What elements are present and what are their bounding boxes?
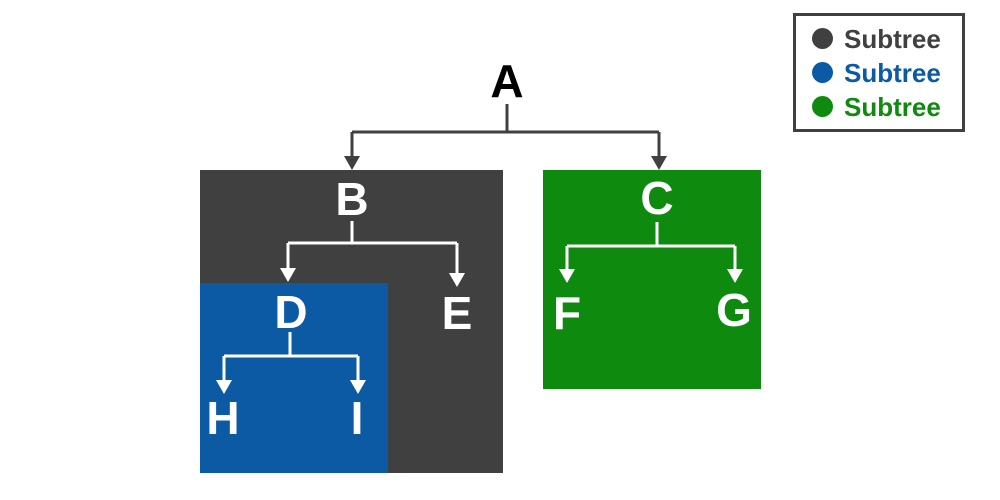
node-h: H xyxy=(206,392,240,444)
legend-dot-dark-icon xyxy=(812,28,833,49)
node-g: G xyxy=(716,284,752,336)
connector-a-to-b-c xyxy=(344,104,667,170)
node-d: D xyxy=(274,286,308,338)
node-b: B xyxy=(335,173,369,225)
node-a: A xyxy=(490,55,524,107)
legend-item-dark: Subtree xyxy=(812,26,962,52)
legend: Subtree Subtree Subtree xyxy=(793,13,965,132)
legend-label-blue: Subtree xyxy=(844,57,941,88)
node-e: E xyxy=(441,287,473,339)
legend-label-green: Subtree xyxy=(844,91,941,122)
legend-item-green: Subtree xyxy=(812,94,962,120)
node-i: I xyxy=(350,392,364,444)
legend-item-blue: Subtree xyxy=(812,60,962,86)
arrowhead-to-b xyxy=(344,156,360,170)
arrowhead-to-c xyxy=(651,156,667,170)
node-c: C xyxy=(640,172,674,224)
legend-dot-blue-icon xyxy=(812,62,833,83)
legend-dot-green-icon xyxy=(812,96,833,117)
node-f: F xyxy=(552,287,582,339)
subtree-box-c xyxy=(543,170,761,389)
legend-label-dark: Subtree xyxy=(844,23,941,54)
